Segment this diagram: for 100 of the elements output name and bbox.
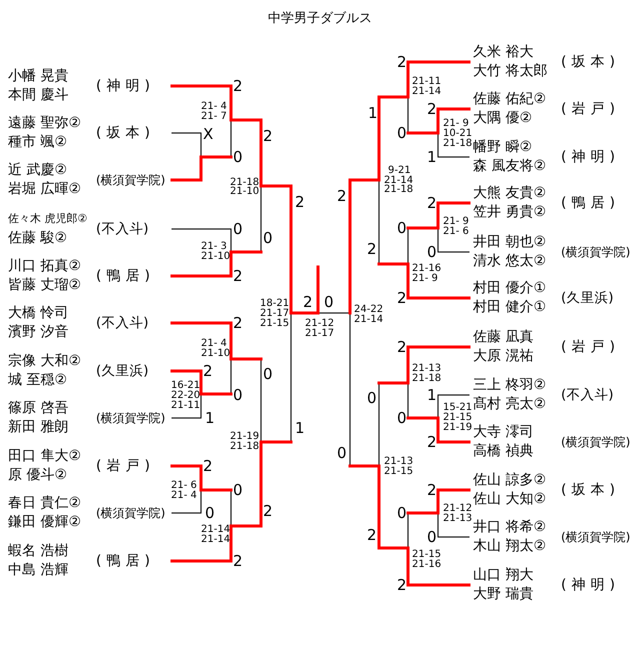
game-score: 21- 9 xyxy=(443,119,469,129)
match-score: 1 xyxy=(205,410,215,426)
game-score: 15-21 xyxy=(443,403,472,413)
match-score: 2 xyxy=(397,339,407,355)
match-score: 0 xyxy=(397,410,407,426)
player-name: 笠井 勇貴② xyxy=(473,203,546,221)
match-score: 0 xyxy=(233,482,243,498)
player-name: 佐藤 佑紀② xyxy=(473,90,546,108)
match-score: 0 xyxy=(337,445,347,461)
match-score: 2 xyxy=(427,195,437,211)
school-name: (久里浜) xyxy=(561,289,614,307)
match-score: 2 xyxy=(295,194,305,210)
player-name: 久米 裕大 xyxy=(473,43,534,61)
game-score: 21-12 xyxy=(443,504,472,514)
game-score: 21-15 xyxy=(384,467,414,477)
player-name: 清水 悠太② xyxy=(473,252,546,270)
game-score: 21-14 xyxy=(201,535,230,545)
game-score: 21-13 xyxy=(412,364,442,374)
game-score: 21-15 xyxy=(443,413,472,423)
game-score: 21-15 xyxy=(260,319,290,329)
school-name: (鴨居) xyxy=(96,267,155,285)
player-name: 佐藤 駿② xyxy=(8,229,68,247)
match-score: 2 xyxy=(427,434,437,450)
school-name: (鴨居) xyxy=(96,552,155,570)
school-name: (神明) xyxy=(561,576,620,594)
player-name: 岩堀 広暉② xyxy=(8,180,82,198)
match-score: 2 xyxy=(397,290,407,306)
player-name: 田口 隼大② xyxy=(8,447,82,465)
school-name: (横須賀学院) xyxy=(96,410,166,427)
player-name: 大隅 優② xyxy=(473,109,532,127)
player-name: 小幡 晃貴 xyxy=(8,67,68,85)
match-score: 1 xyxy=(368,105,378,121)
school-name: (不入斗) xyxy=(96,314,149,332)
match-score: 2 xyxy=(233,78,243,94)
game-score: 21-14 xyxy=(201,525,230,535)
match-score: 2 xyxy=(427,101,437,117)
match-score: 0 xyxy=(205,505,215,521)
game-score: 21-14 xyxy=(412,87,442,97)
title: 中学男子ダブルス xyxy=(267,10,373,27)
school-name: (横須賀学院) xyxy=(96,172,166,189)
player-name: 篠原 啓吾 xyxy=(8,399,68,417)
match-score: 0 xyxy=(397,220,407,236)
school-name: (横須賀学院) xyxy=(561,244,630,261)
match-score: 2 xyxy=(233,268,243,284)
game-score: 21-12 xyxy=(305,319,334,329)
match-score: 2 xyxy=(367,527,377,543)
school-name: (神明) xyxy=(96,77,155,95)
match-score: 2 xyxy=(397,54,407,70)
player-name: 大野 瑞貴 xyxy=(473,585,534,603)
player-name: 大熊 友貴② xyxy=(473,184,546,202)
match-score: 2 xyxy=(367,241,377,257)
school-name: (鴨居) xyxy=(561,194,620,212)
game-score: 21-16 xyxy=(412,264,442,274)
school-name: (横須賀学院) xyxy=(561,529,630,546)
school-name: (神明) xyxy=(561,148,620,166)
game-score: 21-18 xyxy=(230,178,260,188)
game-score: 21- 7 xyxy=(201,112,227,122)
school-name: (岩戸) xyxy=(96,457,155,475)
game-score: 21- 3 xyxy=(201,242,227,252)
school-name: (横須賀学院) xyxy=(561,434,630,451)
school-name: (久里浜) xyxy=(96,362,149,380)
player-name: 村田 健介① xyxy=(473,298,546,316)
match-score: 0 xyxy=(233,149,243,165)
player-name: 新田 雅朗 xyxy=(8,418,68,436)
game-score: 21-14 xyxy=(354,315,384,325)
match-score: 1 xyxy=(427,387,437,403)
game-score: 21-13 xyxy=(443,514,472,524)
player-name: 蝦名 浩樹 xyxy=(8,542,68,560)
match-score: 1 xyxy=(295,420,305,436)
game-score: 21- 4 xyxy=(201,339,227,349)
game-score: 10-21 xyxy=(443,129,472,139)
player-name: 原 優斗② xyxy=(8,466,68,484)
game-score: 21-17 xyxy=(260,309,290,319)
game-score: 21-14 xyxy=(384,176,414,186)
player-name: 濱野 汐音 xyxy=(8,323,68,341)
game-score: 21-15 xyxy=(412,550,442,560)
player-name: 宗像 大和② xyxy=(8,352,82,370)
player-name: 幡野 瞬② xyxy=(473,138,532,156)
game-score: 9-21 xyxy=(388,166,411,176)
game-score: 21- 6 xyxy=(443,227,469,237)
match-score: 2 xyxy=(303,294,313,310)
player-name: 大橋 怜司 xyxy=(8,304,68,322)
game-score: 21-19 xyxy=(230,432,260,442)
game-score: 21-10 xyxy=(201,252,230,262)
match-score: 1 xyxy=(427,149,437,165)
school-name: (坂本) xyxy=(96,124,155,142)
school-name: (不入斗) xyxy=(96,220,149,238)
player-name: 皆藤 丈瑠② xyxy=(8,276,82,294)
player-name: 佐山 諒多② xyxy=(473,471,546,489)
match-score: 2 xyxy=(233,553,243,569)
player-name: 山口 翔大 xyxy=(473,566,534,584)
game-score: 21- 9 xyxy=(443,217,469,227)
match-score: 2 xyxy=(337,188,347,204)
player-name: 佐藤 凪真 xyxy=(473,328,534,346)
player-name: 高橋 禎典 xyxy=(473,442,534,460)
game-score: 21-18 xyxy=(412,374,442,384)
game-score: 21- 4 xyxy=(201,102,227,112)
match-score: 0 xyxy=(427,244,437,260)
game-score: 21-11 xyxy=(412,77,442,87)
school-name: (岩戸) xyxy=(561,338,620,356)
